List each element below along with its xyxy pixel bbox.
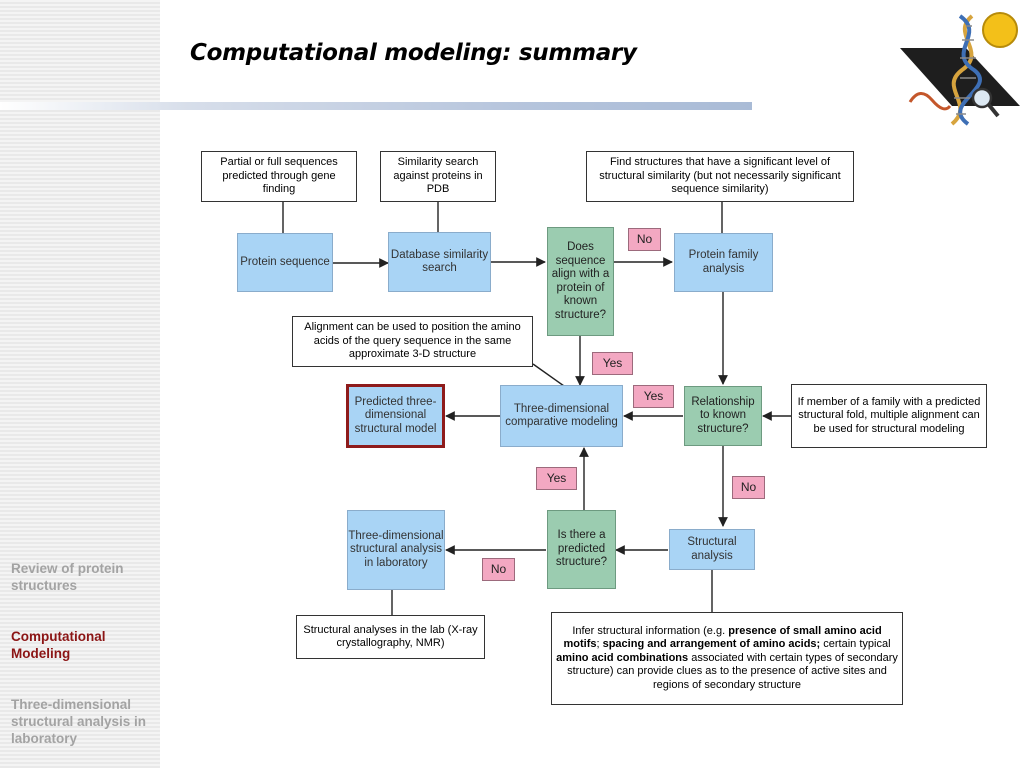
page-title: Computational modeling: summary [190, 40, 637, 66]
note-family-member: If member of a family with a predicted s… [791, 384, 987, 448]
magnifier-lens-icon [971, 87, 993, 109]
sidebar-item-computational-modeling[interactable]: Computational Modeling [11, 629, 106, 661]
magnifier-handle [987, 103, 1000, 118]
predicted-model-box: Predicted three-dimensional structural m… [346, 384, 445, 448]
decision-relationship: Relationship to known structure? [684, 386, 762, 446]
dna-rungs [954, 25, 976, 115]
dna-strand-b [958, 14, 982, 126]
label-no-align: No [628, 228, 661, 251]
database-search-box: Database similarity search [388, 232, 491, 292]
label-no-predicted: No [482, 558, 515, 581]
comparative-modeling-box: Three-dimensional comparative modeling [500, 385, 623, 447]
note-lab-analyses: Structural analyses in the lab (X-ray cr… [296, 615, 485, 659]
connector-alignment-note [532, 363, 565, 387]
sidebar-item-lab-analysis[interactable]: Three-dimensional structural analysis in… [11, 697, 147, 746]
protein-ribbon-icon [908, 92, 952, 111]
note-infer-structural-info: Infer structural information (e.g. prese… [551, 612, 903, 705]
protein-family-analysis-box: Protein family analysis [674, 233, 773, 292]
note-partial-sequences: Partial or full sequences predicted thro… [201, 151, 357, 202]
note-alignment: Alignment can be used to position the am… [292, 316, 533, 367]
lab-analysis-box: Three-dimensional structural analysis in… [347, 510, 445, 590]
logo-dark-panel [900, 48, 1020, 106]
note-infer-text: Infer structural information (e.g. prese… [556, 624, 898, 691]
dna-magnifier-logo [900, 12, 1020, 126]
label-yes-predicted: Yes [536, 467, 577, 490]
label-no-relationship: No [732, 476, 765, 499]
decision-sequence-align: Does sequence align with a protein of kn… [547, 227, 614, 336]
logo-sun-icon [982, 12, 1018, 48]
decision-predicted-structure: Is there a predicted structure? [547, 510, 616, 589]
sidebar [0, 0, 160, 768]
structural-analysis-box: Structural analysis [669, 529, 755, 570]
sidebar-item-review[interactable]: Review of protein structures [11, 561, 124, 593]
note-similarity-search: Similarity search against proteins in PD… [380, 151, 496, 202]
protein-sequence-box: Protein sequence [237, 233, 333, 292]
label-yes-relationship: Yes [633, 385, 674, 408]
title-underline-bar [0, 102, 752, 110]
note-find-structures: Find structures that have a significant … [586, 151, 854, 202]
label-yes-align: Yes [592, 352, 633, 375]
